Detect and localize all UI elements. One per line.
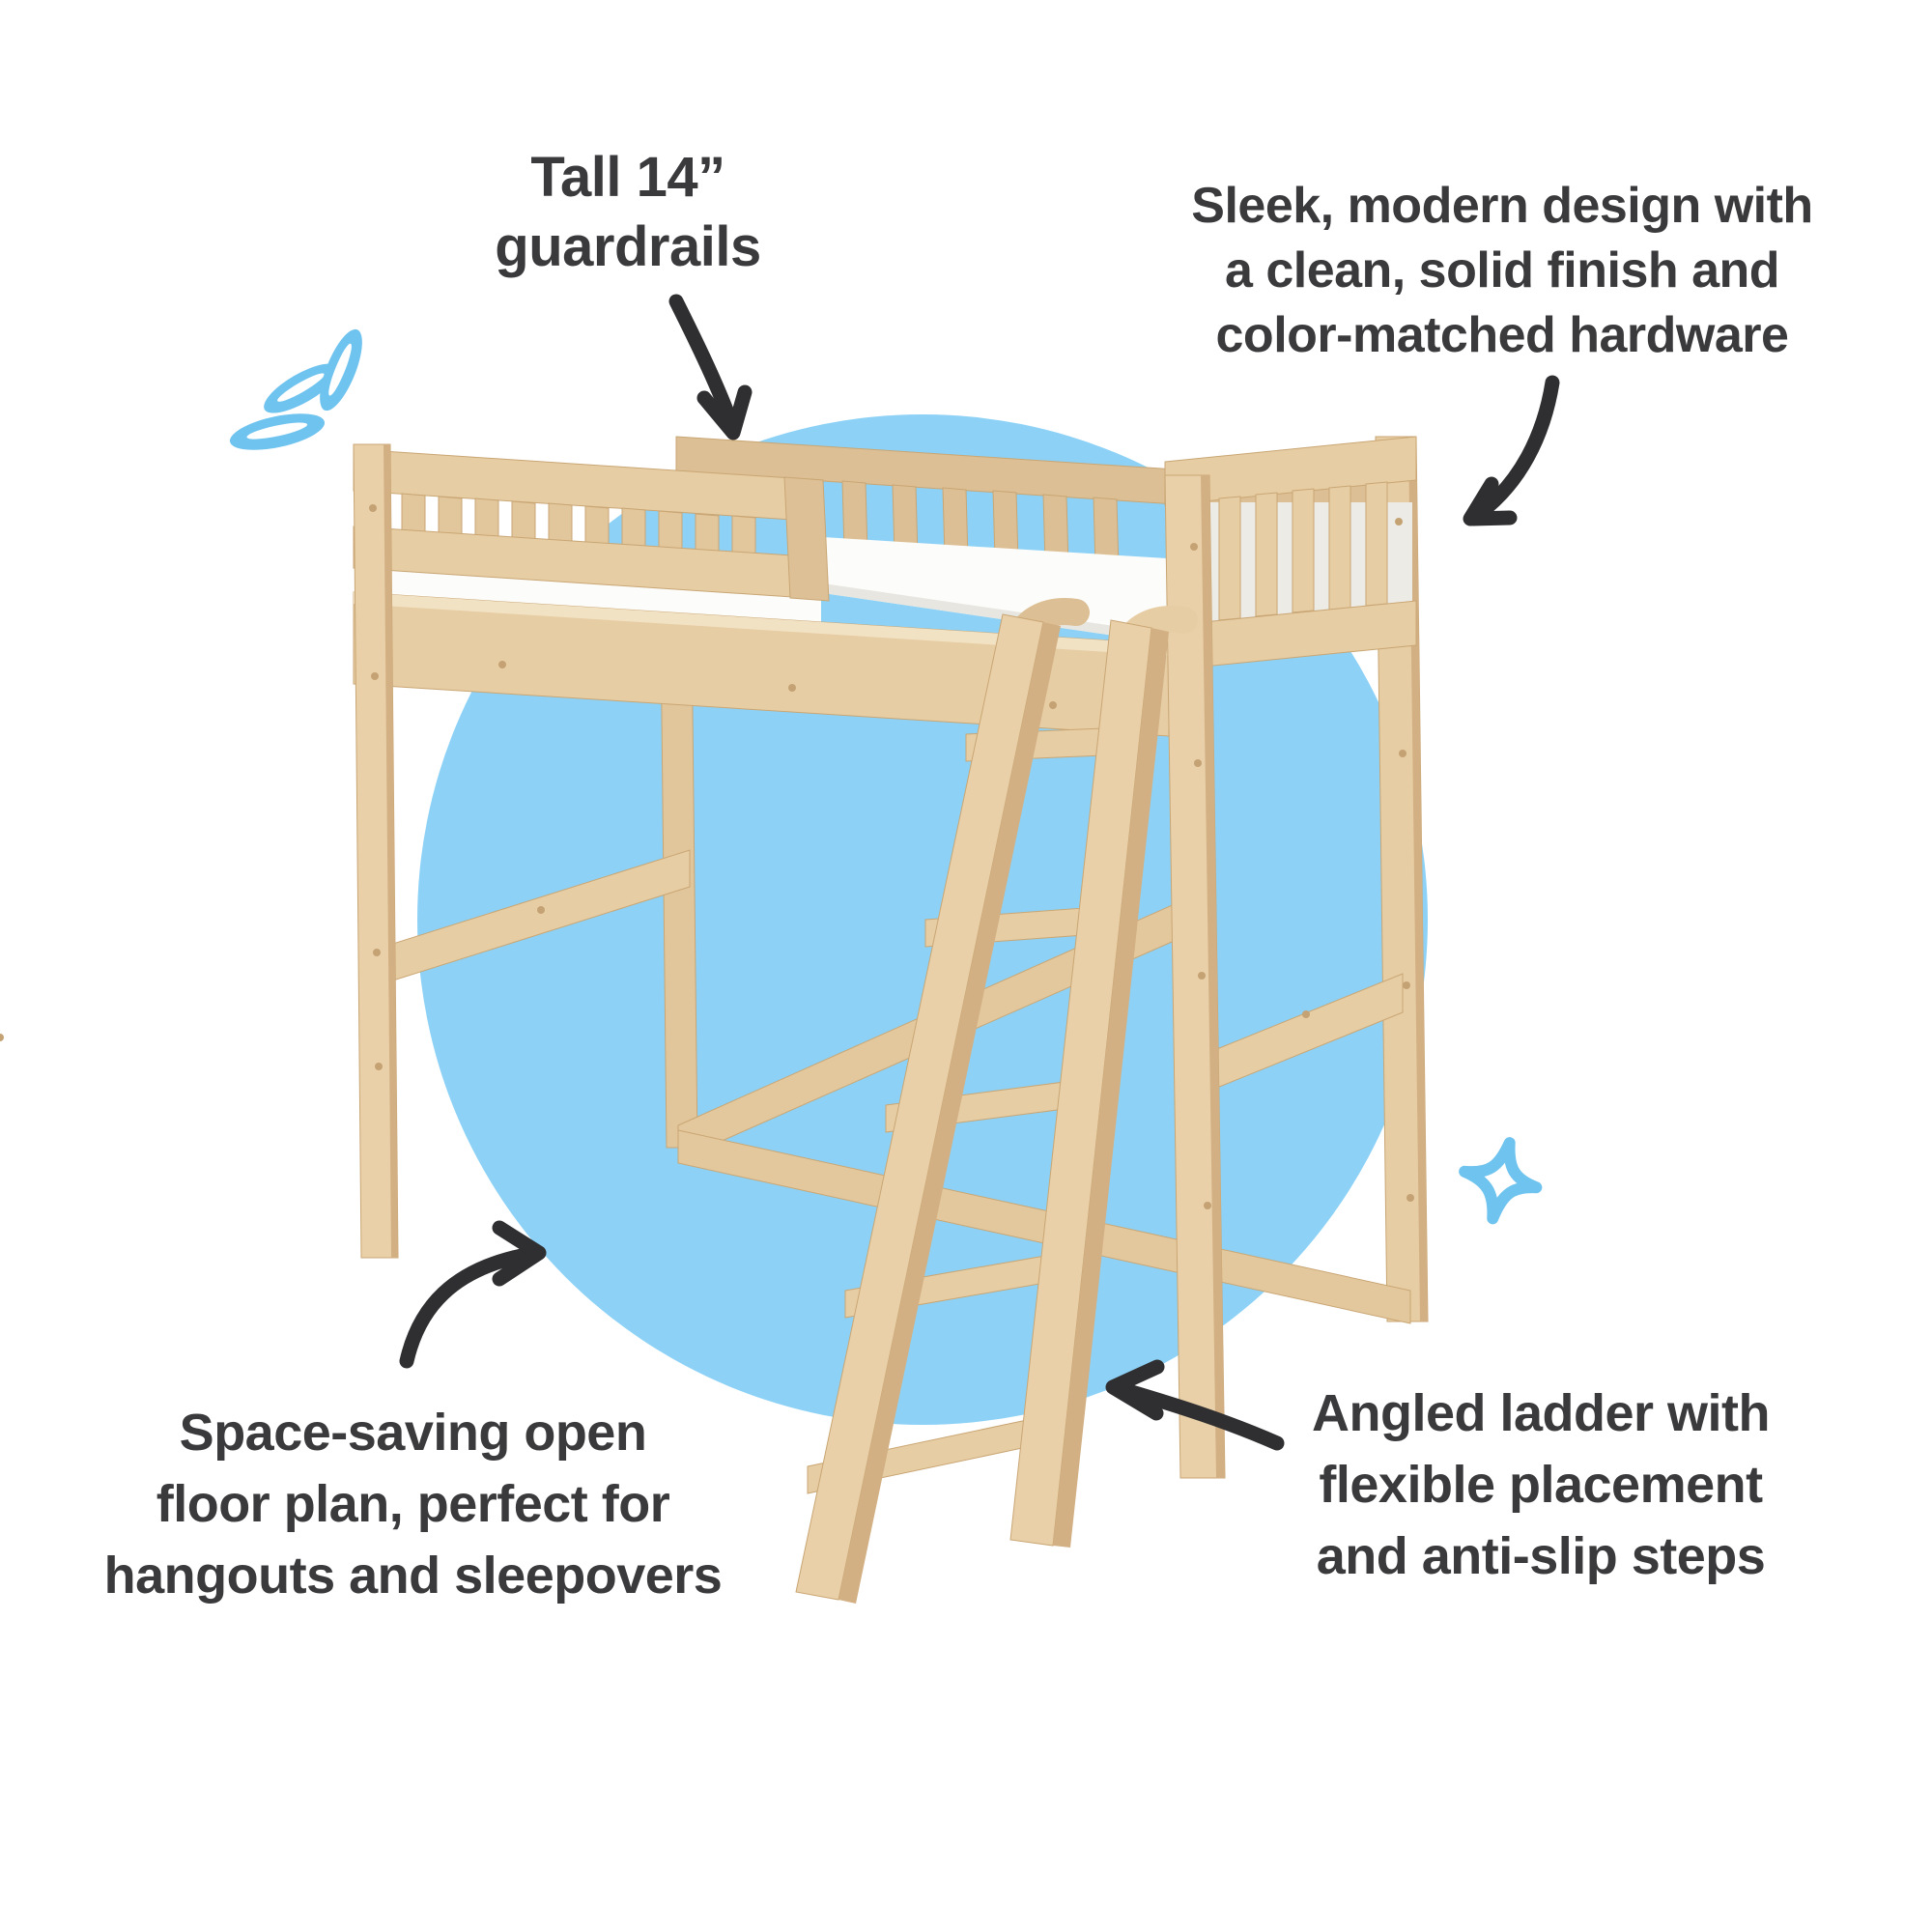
callout-line: guardrails — [495, 215, 761, 278]
arrow-curve-up-right-icon — [399, 1220, 547, 1369]
callout-design: Sleek, modern design with a clean, solid… — [1164, 174, 1840, 368]
callout-line: Angled ladder with — [1311, 1384, 1771, 1442]
dowel-holes — [0, 504, 1414, 1209]
callout-line: Space-saving open — [179, 1404, 647, 1462]
callout-floor-plan: Space-saving open floor plan, perfect fo… — [68, 1397, 758, 1611]
ladder — [795, 598, 1198, 1604]
annotation-arrows — [399, 294, 1560, 1451]
callout-line: and anti-slip steps — [1316, 1527, 1766, 1585]
callout-line: Sleek, modern design with — [1191, 178, 1813, 234]
arrow-curve-down-left-icon — [1463, 375, 1560, 526]
headboard — [1164, 436, 1417, 671]
callout-guardrails: Tall 14” guardrails — [338, 143, 918, 282]
front-guardrail — [353, 448, 1170, 737]
loft-bed — [0, 436, 1429, 1604]
callout-line: a clean, solid finish and — [1224, 242, 1780, 298]
sparkle-star-icon — [1459, 1137, 1543, 1225]
back-guardrail-slats — [841, 480, 1120, 570]
callout-line: flexible placement — [1319, 1456, 1763, 1514]
guardrail-end-post — [783, 476, 830, 602]
callout-line: Tall 14” — [530, 146, 725, 209]
guardrail-slats — [401, 493, 756, 556]
sparkle-lines-icon — [229, 328, 362, 450]
callout-line: color-matched hardware — [1215, 307, 1789, 363]
arrow-up-left-icon — [1105, 1359, 1285, 1451]
callout-ladder: Angled ladder with flexible placement an… — [1256, 1378, 1826, 1592]
callout-line: floor plan, perfect for — [156, 1475, 670, 1533]
callout-line: hangouts and sleepovers — [103, 1547, 723, 1605]
arrow-down-icon — [668, 294, 753, 440]
